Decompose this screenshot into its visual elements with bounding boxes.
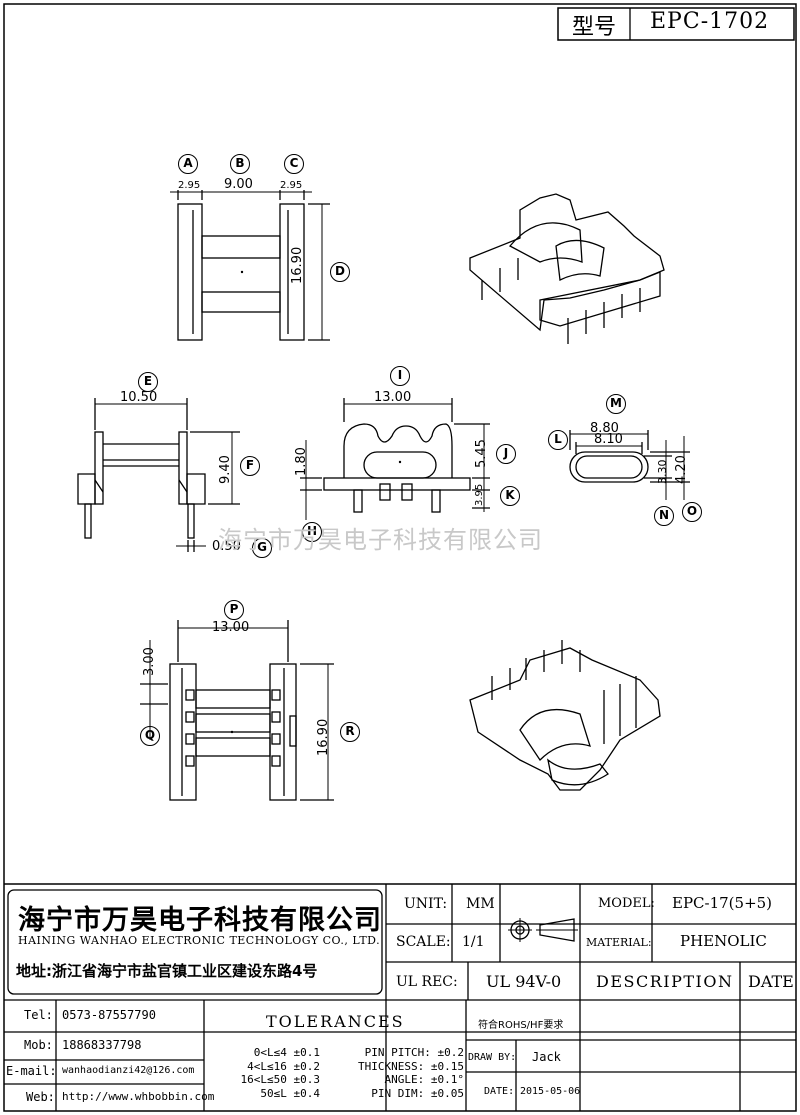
- tolerance-row: 0<L≤4 ±0.1: [253, 1046, 320, 1059]
- dim-i: 13.00: [374, 390, 412, 405]
- pin-tolerance-row: PIN PITCH: ±0.2: [364, 1046, 464, 1059]
- company-name-cn: 海宁市万昊电子科技有限公司: [18, 905, 382, 936]
- model-label: 型号: [572, 15, 617, 40]
- label-K: K: [500, 486, 520, 506]
- company-name-en: HAINING WANHAO ELECTRONIC TECHNOLOGY CO.…: [18, 934, 381, 947]
- scale-value: 1/1: [462, 934, 485, 950]
- dim-m: 8.80: [590, 421, 619, 436]
- drawby-label: DRAW BY:: [468, 1052, 517, 1063]
- ulrec-label: UL REC:: [396, 974, 458, 990]
- mob-value: 18868337798: [62, 1038, 142, 1052]
- pin-tolerance-row: PIN DIM: ±0.05: [371, 1086, 464, 1100]
- dim-f: 9.40: [218, 455, 233, 484]
- label-A: A: [178, 154, 198, 174]
- label-F: F: [240, 456, 260, 476]
- dim-g: 0.50: [212, 539, 241, 554]
- dim-p: 13.00: [212, 620, 250, 635]
- dim-o: 4.20: [674, 455, 689, 484]
- scale-label: SCALE:: [396, 934, 451, 950]
- email-value[interactable]: wanhaodianzi42@126.com: [62, 1065, 195, 1076]
- dim-n: 3.30: [656, 459, 669, 485]
- web-value[interactable]: http://www.whbobbin.com: [62, 1090, 215, 1103]
- tolerance-list: 0<L≤4 ±0.1 4<L≤16 ±0.2 16<L≤50 ±0.3 50≤L…: [206, 1046, 320, 1100]
- label-G: G: [252, 538, 272, 558]
- date-label: DATE:: [484, 1086, 515, 1097]
- label-R: R: [340, 722, 360, 742]
- dim-k: 3.95: [474, 483, 485, 506]
- tolerance-row: 4<L≤16 ±0.2: [247, 1059, 320, 1073]
- dim-h: 1.80: [294, 447, 309, 476]
- tolerances-header: TOLERANCES: [266, 1012, 405, 1031]
- dim-e: 10.50: [120, 390, 158, 405]
- dim-c: 2.95: [280, 180, 303, 191]
- label-J: J: [496, 444, 516, 464]
- label-I: I: [390, 366, 410, 386]
- pin-tolerance-row: ANGLE: ±0.1°: [384, 1073, 464, 1086]
- company-address: 地址:浙江省海宁市盐官镇工业区建设东路4号: [16, 962, 318, 980]
- material-label: MATERIAL:: [586, 936, 652, 949]
- rohs-note: 符合ROHS/HF要求: [478, 1020, 564, 1031]
- tel-label: Tel:: [24, 1008, 53, 1022]
- dim-q: 3.00: [142, 647, 157, 676]
- model-label-block: MODEL:: [598, 896, 655, 911]
- date-value: 2015-05-06: [520, 1086, 581, 1097]
- pin-tolerance-row: THICKNESS: ±0.15: [358, 1059, 464, 1073]
- mob-label: Mob:: [24, 1038, 53, 1052]
- tolerance-row: 50≤L ±0.4: [260, 1086, 320, 1100]
- dim-l: 8.10: [594, 432, 623, 447]
- label-E: E: [138, 372, 158, 392]
- dim-r: 16.90: [316, 718, 331, 756]
- unit-label: UNIT:: [404, 896, 448, 912]
- label-C: C: [284, 154, 304, 174]
- label-D: D: [330, 262, 350, 282]
- description-header: DESCRIPTION: [596, 972, 734, 991]
- unit-value: MM: [466, 896, 495, 912]
- model-value-block: EPC-17(5+5): [672, 894, 773, 912]
- watermark: 海宁市万昊电子科技有限公司: [218, 526, 543, 554]
- tel-value: 0573-87557790: [62, 1008, 156, 1022]
- tolerance-row: 16<L≤50 ±0.3: [240, 1073, 320, 1086]
- pin-tolerance-list: PIN PITCH: ±0.2 THICKNESS: ±0.15 ANGLE: …: [324, 1046, 464, 1100]
- model-number: EPC-1702: [650, 9, 770, 34]
- date-header: DATE: [748, 972, 794, 991]
- label-M: M: [606, 394, 626, 414]
- label-L: L: [548, 430, 568, 450]
- label-H: H: [302, 522, 322, 542]
- material-value: PHENOLIC: [680, 932, 767, 950]
- dim-b: 9.00: [224, 177, 253, 192]
- web-label: Web:: [26, 1090, 55, 1104]
- dim-j: 5.45: [474, 439, 489, 468]
- drawby-value: Jack: [532, 1050, 561, 1064]
- dim-a: 2.95: [178, 180, 201, 191]
- label-Q: Q: [140, 726, 160, 746]
- label-P: P: [224, 600, 244, 620]
- email-label: E-mail:: [6, 1064, 57, 1078]
- label-O: O: [682, 502, 702, 522]
- label-B: B: [230, 154, 250, 174]
- label-N: N: [654, 506, 674, 526]
- ulrec-value: UL 94V-0: [486, 972, 562, 991]
- dim-d: 16.90: [290, 246, 305, 284]
